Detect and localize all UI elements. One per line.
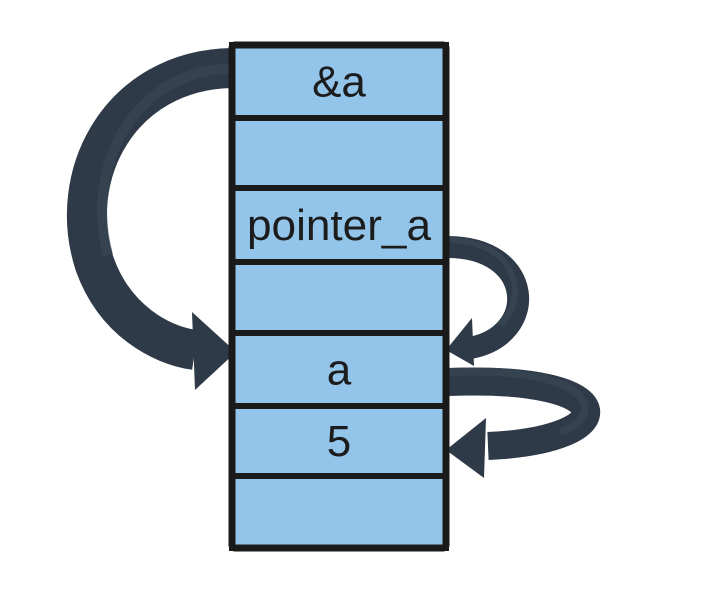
memory-cell-label: pointer_a — [247, 201, 432, 250]
memory-cell-label: 5 — [327, 417, 351, 466]
a-to-value-arrow — [446, 367, 601, 478]
memory-column: &a pointer_aa 5 — [228, 41, 450, 552]
arrowhead-icon — [446, 418, 486, 478]
memory-cell — [229, 115, 449, 191]
memory-cell-label: &a — [312, 58, 366, 107]
address-to-a-arrow — [67, 48, 236, 390]
arrowhead-icon — [446, 318, 474, 366]
arrowhead-icon — [192, 312, 236, 390]
memory-frame — [228, 41, 450, 552]
memory-cell — [229, 259, 449, 336]
pointer-to-a-arrow — [445, 235, 530, 366]
memory-cell — [229, 473, 449, 551]
memory-cell-label: a — [327, 346, 352, 395]
